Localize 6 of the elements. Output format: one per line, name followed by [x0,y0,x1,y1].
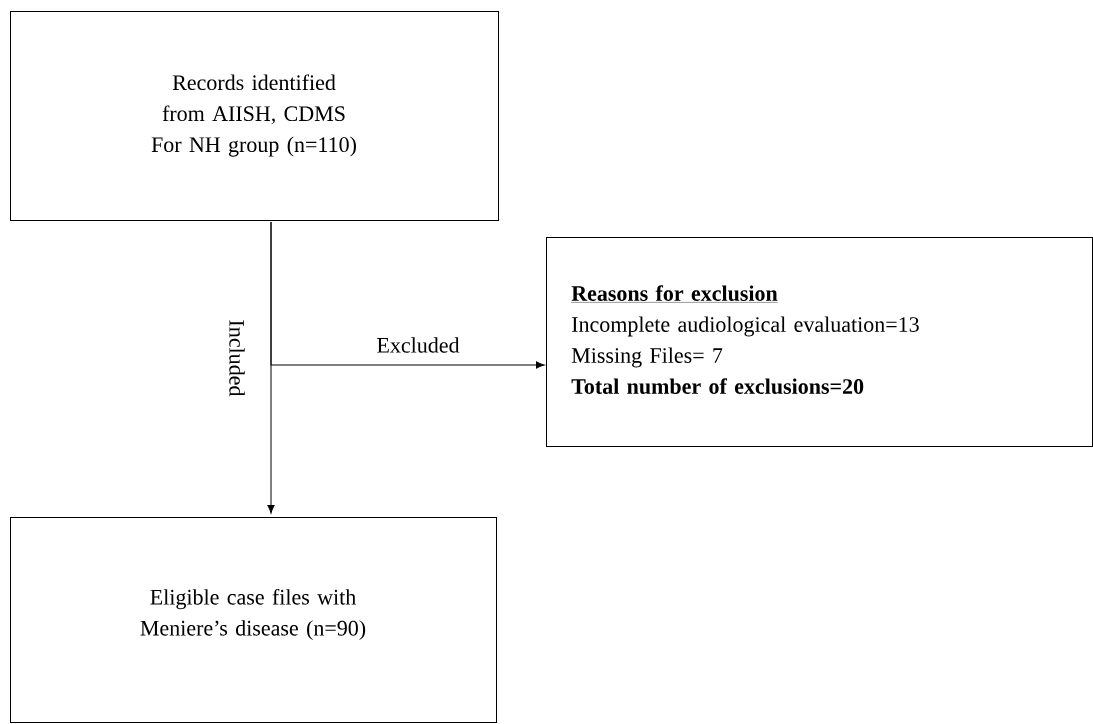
edge-label: Included [229,320,245,397]
process-box: Records identified from AIISH, CDMS For NH group (n=110) [10,11,499,221]
edge-label: Excluded [377,337,460,353]
arrow [270,221,545,369]
process-box: Eligible case files with Meniere’s disease (n=90) [10,517,497,723]
process-box: Reasons for exclusion Incomplete audiological evaluation=13 Missing Files= 7 Total number of exclusions=20 [546,237,1093,447]
